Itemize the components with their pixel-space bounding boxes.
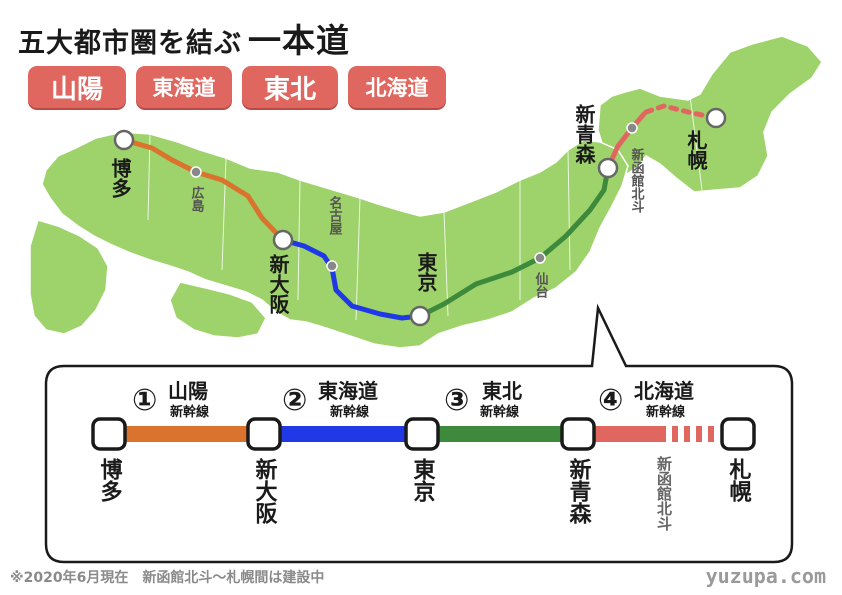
map-label-shinosaka: 新大阪 xyxy=(266,253,290,315)
legend-label-hakata: 博多 xyxy=(97,457,123,503)
legend-label-shinhakodate: 新函館北斗 xyxy=(655,455,673,532)
map-label-shinaomori: 新青森 xyxy=(572,103,596,165)
marker-tokyo xyxy=(409,305,431,327)
legend-num-4: ④ xyxy=(598,383,623,418)
bar-hokkaido xyxy=(578,426,666,442)
legend-num-1: ① xyxy=(132,383,157,418)
legend-num-3: ③ xyxy=(444,383,469,418)
map-label-shinhakodate: 新函館北斗 xyxy=(629,147,645,214)
map-label-hakata: 博多 xyxy=(108,157,132,199)
map-label-tokyo: 東京 xyxy=(414,252,438,292)
legend-label-shinosaka: 新大阪 xyxy=(252,457,278,525)
tag-hokkaido: 北海道 xyxy=(348,66,446,108)
map-shikoku xyxy=(169,281,267,339)
bar-tokaido xyxy=(262,426,422,442)
bar-sanyo xyxy=(112,426,262,442)
legend-name-1: 山陽 xyxy=(168,379,208,403)
map-label-nagoya: 名古屋 xyxy=(327,195,343,236)
legend-name-2: 東海道 xyxy=(318,379,378,403)
prefecture-lines xyxy=(147,95,703,321)
legend-name-4: 北海道 xyxy=(634,379,694,403)
marker-sapporo xyxy=(705,107,727,129)
line-tags: 山陽 東海道 東北 北海道 xyxy=(28,66,446,108)
legend-box-sapporo xyxy=(720,417,756,451)
marker-shinaomori xyxy=(597,157,619,179)
legend-label-shinaomori: 新青森 xyxy=(566,457,592,525)
title-main: 五大都市圏を結ぶ xyxy=(18,28,242,59)
marker-shinhakodate xyxy=(626,122,638,134)
route-hokkaido xyxy=(605,111,647,171)
tag-sanyo: 山陽 xyxy=(28,66,126,108)
legend-sub-2: 新幹線 xyxy=(330,404,370,420)
bar-tohoku xyxy=(422,426,578,442)
tag-tohoku: 東北 xyxy=(242,66,338,108)
legend-box-tokyo xyxy=(404,417,440,451)
map-kyushu xyxy=(29,219,109,335)
legend-num-2: ② xyxy=(282,383,307,418)
map-honshu xyxy=(41,131,629,349)
legend-label-tokyo: 東京 xyxy=(410,458,436,503)
legend-sub-1: 新幹線 xyxy=(170,404,210,420)
legend-box-shinaomori xyxy=(560,417,596,451)
route-hokkaido-construction xyxy=(643,103,719,121)
map-label-sapporo: 札幌 xyxy=(684,130,708,170)
legend-name-3: 東北 xyxy=(482,379,522,403)
title-emphasis: 一本道 xyxy=(248,21,350,60)
map-stations xyxy=(113,107,727,327)
tag-tokaido: 東海道 xyxy=(136,66,232,108)
page-title: 五大都市圏を結ぶ一本道 xyxy=(18,14,350,62)
bar-hokkaido-construction xyxy=(672,426,714,442)
legend-box-hakata xyxy=(91,417,127,451)
legend-label-sapporo: 札幌 xyxy=(726,458,753,502)
site-brand: yuzupa.com xyxy=(705,564,826,588)
marker-hiroshima xyxy=(190,166,202,178)
marker-nagoya xyxy=(326,260,338,272)
footnote: ※2020年6月現在 新函館北斗〜札幌間は建設中 xyxy=(10,570,325,586)
legend-sub-3: 新幹線 xyxy=(480,404,520,420)
map-label-sendai: 仙台 xyxy=(533,271,549,299)
legend-sub-4: 新幹線 xyxy=(646,404,686,420)
route-sanyo xyxy=(121,137,286,243)
legend-stations xyxy=(91,417,756,451)
legend-box-shinosaka xyxy=(246,417,282,451)
marker-hakata xyxy=(113,129,135,151)
map-label-hiroshima: 広島 xyxy=(189,185,205,213)
marker-sendai xyxy=(534,252,546,264)
route-tokaido xyxy=(280,237,423,321)
legend-lines xyxy=(112,426,714,442)
marker-shinosaka xyxy=(272,229,294,251)
